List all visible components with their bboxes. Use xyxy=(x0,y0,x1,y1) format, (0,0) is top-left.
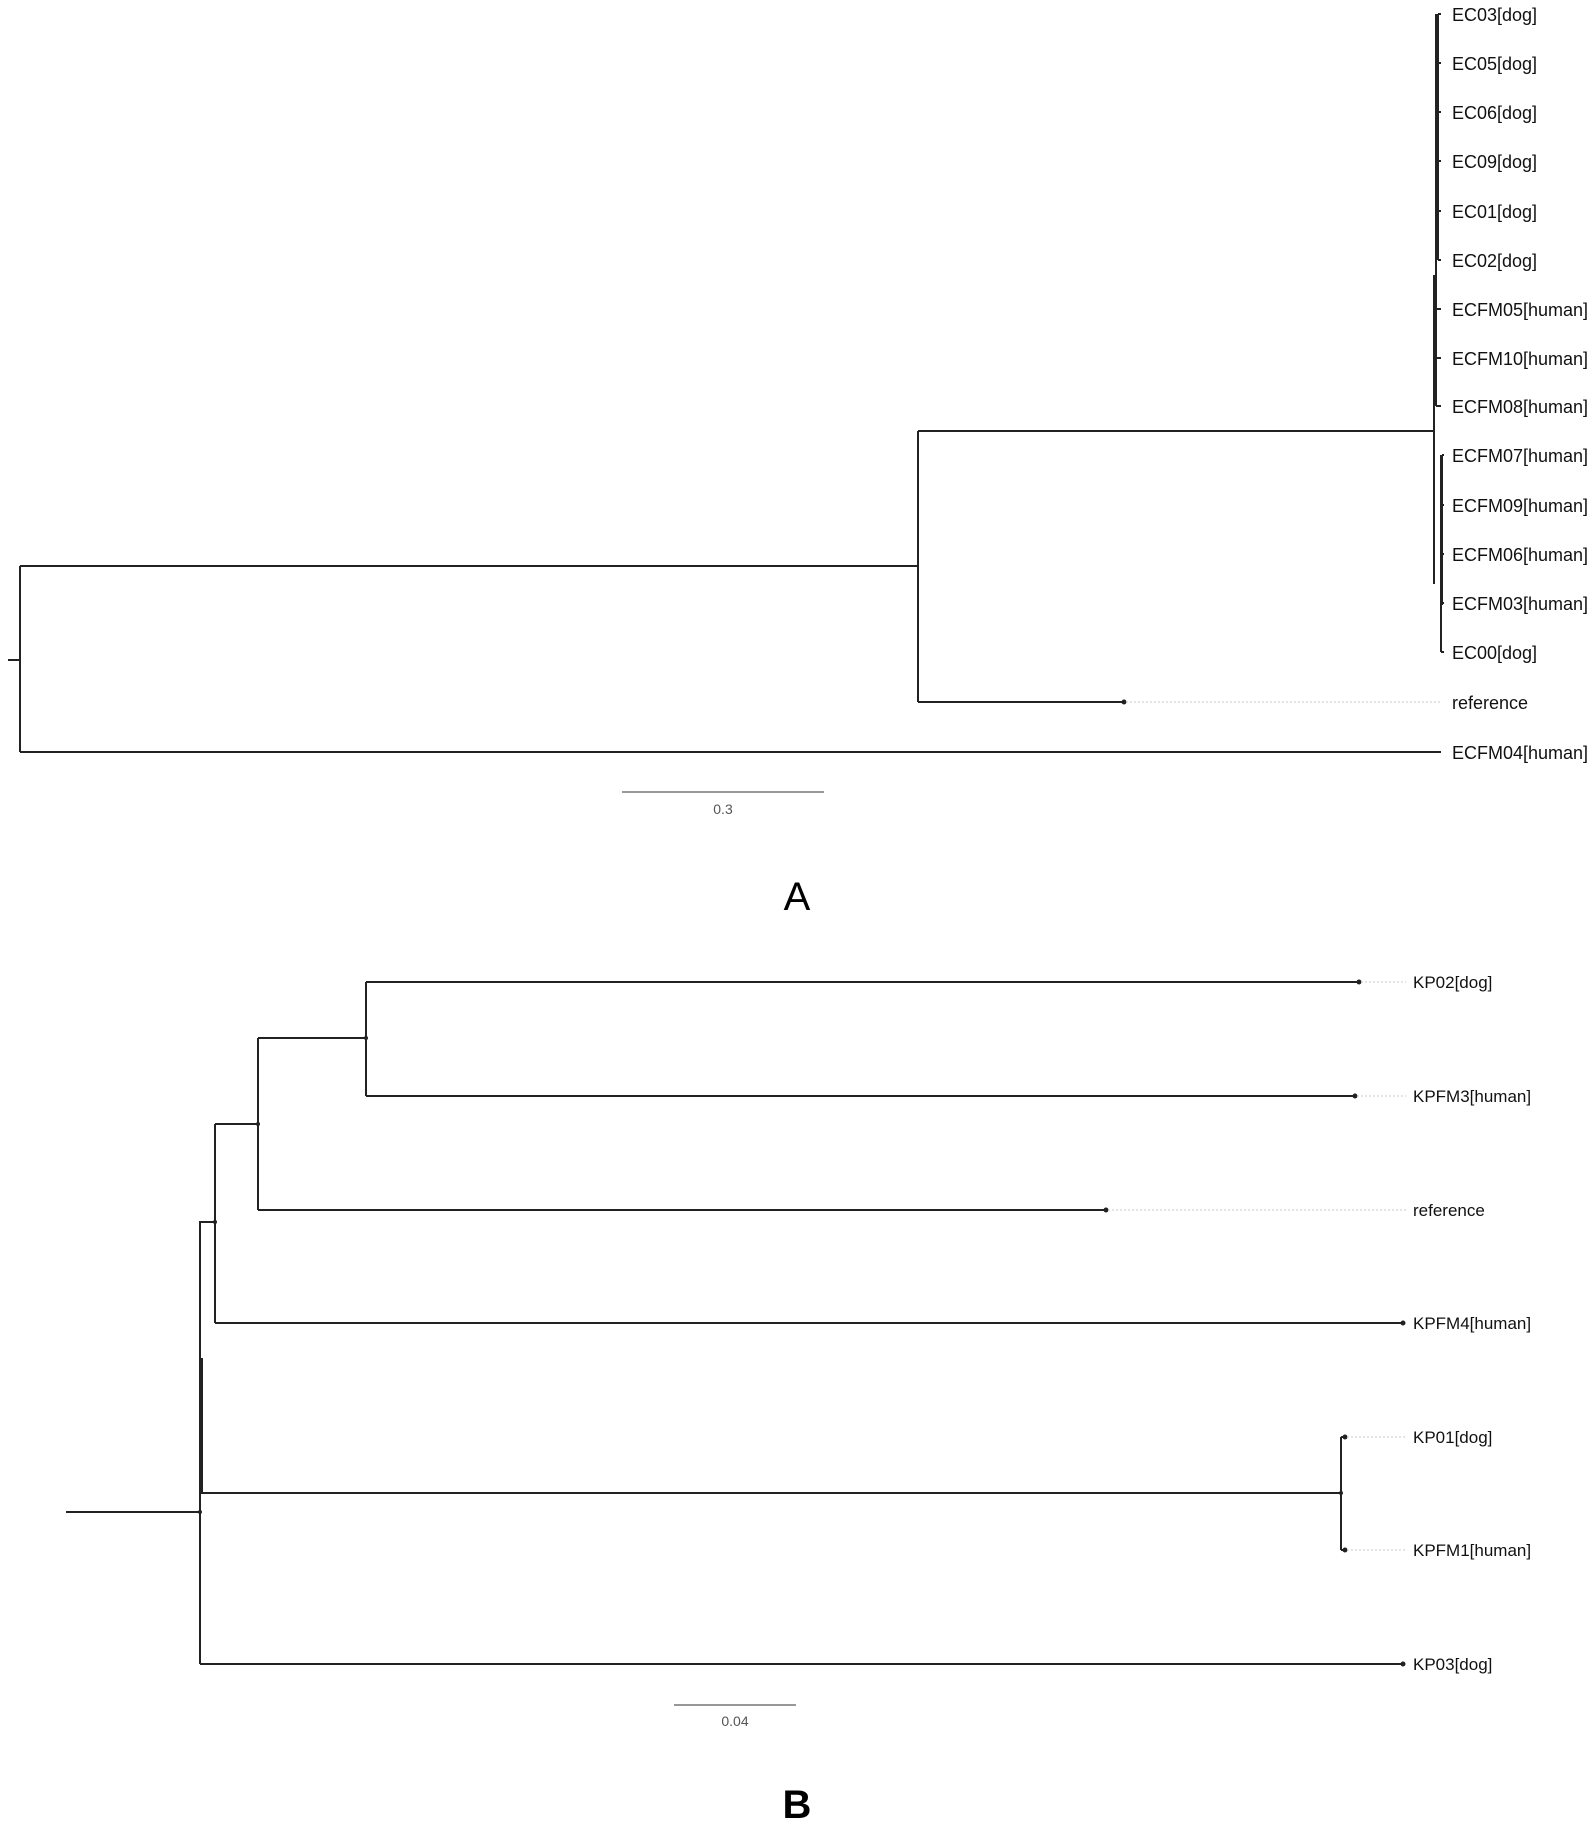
tree-b-leaf-label: KPFM4[human] xyxy=(1413,1314,1531,1333)
tree-a-leaf-label: ECFM07[human] xyxy=(1452,446,1588,466)
tree-b-branch-kp01-group xyxy=(201,1358,1341,1494)
tree-b-leaf-label: KPFM1[human] xyxy=(1413,1541,1531,1560)
tree-b-internal-node xyxy=(1339,1491,1343,1495)
tree-a-leaf-label: EC02[dog] xyxy=(1452,251,1537,271)
tree-b-tip-kpfm1 xyxy=(1342,1547,1348,1553)
tree-b-leaf-labels: KP02[dog] KPFM3[human] reference KPFM4[h… xyxy=(1413,973,1531,1674)
tree-a-leaf-label: ECFM05[human] xyxy=(1452,300,1588,320)
tree-a-leaf-label: EC05[dog] xyxy=(1452,54,1537,74)
tree-b-tip-kp02 xyxy=(1356,979,1362,985)
tree-a-leaf-label: EC01[dog] xyxy=(1452,202,1537,222)
tree-b-tip-kp03 xyxy=(1400,1661,1406,1667)
tree-a-leaf-label: ECFM04[human] xyxy=(1452,743,1588,763)
tree-b-tip-kpfm3 xyxy=(1352,1093,1358,1099)
tree-a-leaf-label: EC00[dog] xyxy=(1452,643,1537,663)
tree-a-node-reference xyxy=(1121,699,1127,705)
panel-label-a: A xyxy=(784,875,811,919)
tree-a-scale-label: 0.3 xyxy=(713,801,733,817)
tree-a-leaf-labels: EC03[dog] EC05[dog] EC06[dog] EC09[dog] … xyxy=(1452,5,1588,763)
tree-a-scale-bar: 0.3 xyxy=(622,791,824,817)
tree-b-leaders xyxy=(1108,981,1406,1551)
tree-b-internal-node xyxy=(198,1510,202,1514)
tree-b-leaf-label: KP03[dog] xyxy=(1413,1655,1492,1674)
tree-a-leaf-label: EC06[dog] xyxy=(1452,103,1537,123)
tree-b-scale-bar: 0.04 xyxy=(674,1704,796,1729)
tree-a-leaf-label: EC03[dog] xyxy=(1452,5,1537,25)
tree-a-leaf-label: ECFM06[human] xyxy=(1452,545,1588,565)
tree-a-leaf-label: ECFM03[human] xyxy=(1452,594,1588,614)
tree-b-internal-node xyxy=(364,1036,368,1040)
tree-b-leaf-label: KP02[dog] xyxy=(1413,973,1492,992)
tree-b-leaf-label: KPFM3[human] xyxy=(1413,1087,1531,1106)
tree-a-tips xyxy=(1436,13,1444,653)
tree-a-leaf-label: reference xyxy=(1452,693,1528,713)
tree-b-leaf-label: KP01[dog] xyxy=(1413,1428,1492,1447)
tree-a-leaf-label: ECFM10[human] xyxy=(1452,349,1588,369)
tree-b-leaf-label: reference xyxy=(1413,1201,1485,1220)
tree-b-internal-node xyxy=(213,1220,217,1224)
tree-b-node-upper xyxy=(199,1221,215,1358)
tree-b-internal-node xyxy=(256,1122,260,1126)
tree-b-scale-label: 0.04 xyxy=(721,1713,748,1729)
tree-b-tip-reference xyxy=(1103,1207,1109,1213)
tree-b xyxy=(66,979,1406,1667)
tree-a-leaf-label: ECFM08[human] xyxy=(1452,397,1588,417)
panel-label-b: B xyxy=(783,1783,812,1826)
tree-b-tip-kpfm4 xyxy=(1400,1320,1406,1326)
tree-a-leaf-label: ECFM09[human] xyxy=(1452,496,1588,516)
tree-b-tip-kp01 xyxy=(1342,1434,1348,1440)
tree-a xyxy=(8,13,1444,753)
tree-a-leaf-label: EC09[dog] xyxy=(1452,152,1537,172)
